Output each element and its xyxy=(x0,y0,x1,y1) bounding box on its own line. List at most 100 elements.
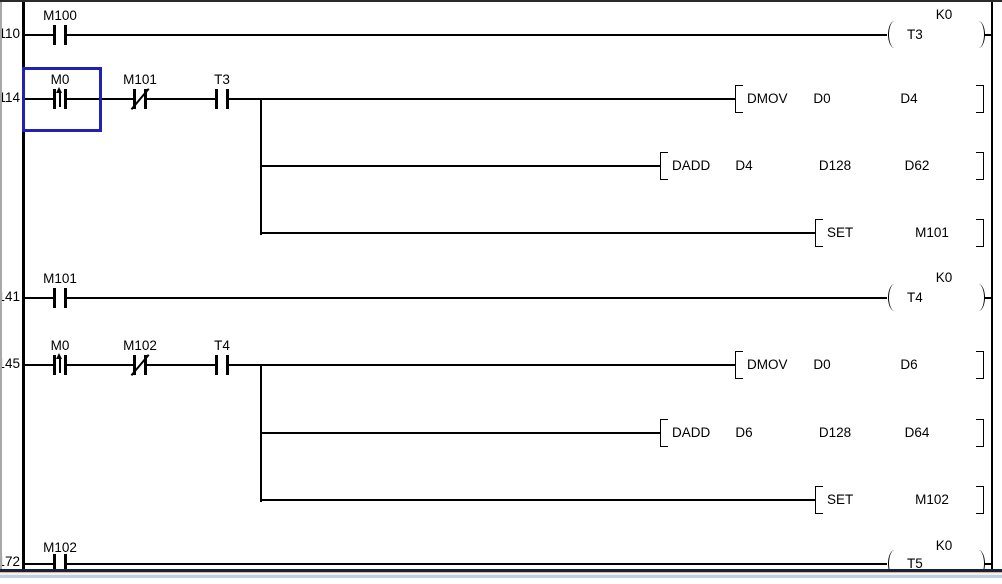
coil-preset-label: K0 xyxy=(935,270,953,285)
coil-close-paren xyxy=(972,550,985,577)
rising-edge-arrowhead xyxy=(56,353,63,359)
right-bracket xyxy=(976,85,984,113)
window-bottom-border-navy xyxy=(0,569,1002,572)
selection-cursor xyxy=(22,67,102,132)
rung-line xyxy=(984,297,992,299)
branch-line xyxy=(259,364,262,502)
contact-bar xyxy=(64,355,67,375)
step-number: 145 xyxy=(0,356,20,371)
instruction-op: SET xyxy=(827,225,854,240)
left-bracket xyxy=(660,152,668,180)
rung-line xyxy=(24,563,54,565)
instruction-dadd[interactable]: DADD D6 D128 D64 xyxy=(660,419,984,447)
contact-label: M101 xyxy=(43,271,77,286)
rung-line xyxy=(147,98,215,100)
rung-line xyxy=(67,34,887,36)
contact-bar xyxy=(53,355,56,375)
rising-edge-arrowhead xyxy=(56,87,63,93)
right-bracket xyxy=(976,219,984,247)
contact-m102[interactable]: M102 xyxy=(43,536,77,584)
contact-m0-rising[interactable]: M0 xyxy=(44,337,76,385)
instruction-dmov[interactable]: DMOV D0 D6 xyxy=(735,351,984,379)
coil-close-paren xyxy=(972,284,985,311)
contact-bar xyxy=(53,554,56,574)
rung-line xyxy=(24,297,54,299)
rung-line xyxy=(984,34,992,36)
window-bottom-border-blue xyxy=(0,575,1002,578)
rung-line xyxy=(24,98,54,100)
window-left-border xyxy=(0,2,2,578)
contact-bar xyxy=(144,355,147,375)
contact-bar xyxy=(64,25,67,45)
left-bracket xyxy=(815,219,823,247)
rung-line xyxy=(229,364,736,366)
branch-line xyxy=(259,98,262,235)
instruction-operand: M102 xyxy=(915,492,949,507)
contact-label: M0 xyxy=(50,338,70,353)
coil-t3[interactable]: K0 T3 xyxy=(880,5,992,55)
instruction-op: SET xyxy=(827,492,854,507)
contact-label: T3 xyxy=(214,72,230,87)
instruction-operand: D0 xyxy=(813,91,831,106)
instruction-operand: D62 xyxy=(904,158,930,173)
instruction-operand: D6 xyxy=(900,357,918,372)
coil-label: T4 xyxy=(907,290,923,305)
rung-line xyxy=(67,297,887,299)
coil-preset-label: K0 xyxy=(935,538,953,553)
rung-line xyxy=(24,34,54,36)
instruction-operand: D4 xyxy=(735,158,753,173)
instruction-operand: D6 xyxy=(735,425,753,440)
contact-m102-nc[interactable]: M102 xyxy=(123,337,157,385)
contact-bar xyxy=(64,288,67,308)
contact-label: M102 xyxy=(123,338,157,353)
right-power-rail xyxy=(990,2,993,569)
right-bracket xyxy=(976,486,984,514)
instruction-op: DADD xyxy=(672,425,711,440)
contact-bar xyxy=(226,355,229,375)
step-number: 141 xyxy=(0,289,20,304)
step-number: 114 xyxy=(0,90,20,105)
contact-label: M101 xyxy=(123,72,157,87)
contact-bar xyxy=(226,89,229,109)
left-bracket xyxy=(735,351,743,379)
branch-line xyxy=(261,432,661,434)
instruction-operand: D128 xyxy=(818,158,852,173)
contact-m101-nc[interactable]: M101 xyxy=(123,71,157,119)
instruction-dadd[interactable]: DADD D4 D128 D62 xyxy=(660,152,984,180)
coil-preset-label: K0 xyxy=(935,7,953,22)
rising-edge-arrow xyxy=(59,92,61,107)
coil-t5[interactable]: K0 T5 xyxy=(880,534,992,584)
contact-m100[interactable]: M100 xyxy=(43,7,77,55)
window-top-border xyxy=(0,0,1002,2)
contact-t4[interactable]: T4 xyxy=(206,337,238,385)
coil-t4[interactable]: K0 T4 xyxy=(880,268,992,318)
right-bracket xyxy=(976,419,984,447)
rung-line xyxy=(147,364,215,366)
contact-bar xyxy=(133,355,136,375)
contact-label: M0 xyxy=(50,72,70,87)
contact-m0-rising[interactable]: M0 xyxy=(44,71,76,119)
coil-label: T3 xyxy=(907,27,923,42)
contact-bar xyxy=(53,25,56,45)
right-bracket xyxy=(976,152,984,180)
step-number: 110 xyxy=(0,26,20,41)
instruction-op: DMOV xyxy=(747,91,788,106)
contact-t3[interactable]: T3 xyxy=(206,71,238,119)
contact-bar xyxy=(144,89,147,109)
rung-line xyxy=(67,364,133,366)
instruction-operand: D4 xyxy=(900,91,918,106)
instruction-set[interactable]: SET M101 xyxy=(815,219,984,247)
instruction-dmov[interactable]: DMOV D0 D4 xyxy=(735,85,984,113)
rung-line xyxy=(67,563,887,565)
contact-m101[interactable]: M101 xyxy=(43,270,77,318)
contact-bar xyxy=(64,89,67,109)
contact-label: M102 xyxy=(43,540,77,555)
instruction-operand: D0 xyxy=(813,357,831,372)
contact-bar xyxy=(53,89,56,109)
contact-bar xyxy=(215,89,218,109)
instruction-set[interactable]: SET M102 xyxy=(815,486,984,514)
instruction-operand: D128 xyxy=(818,425,852,440)
instruction-operand: D64 xyxy=(904,425,930,440)
rung-line xyxy=(984,563,992,565)
instruction-op: DMOV xyxy=(747,357,788,372)
